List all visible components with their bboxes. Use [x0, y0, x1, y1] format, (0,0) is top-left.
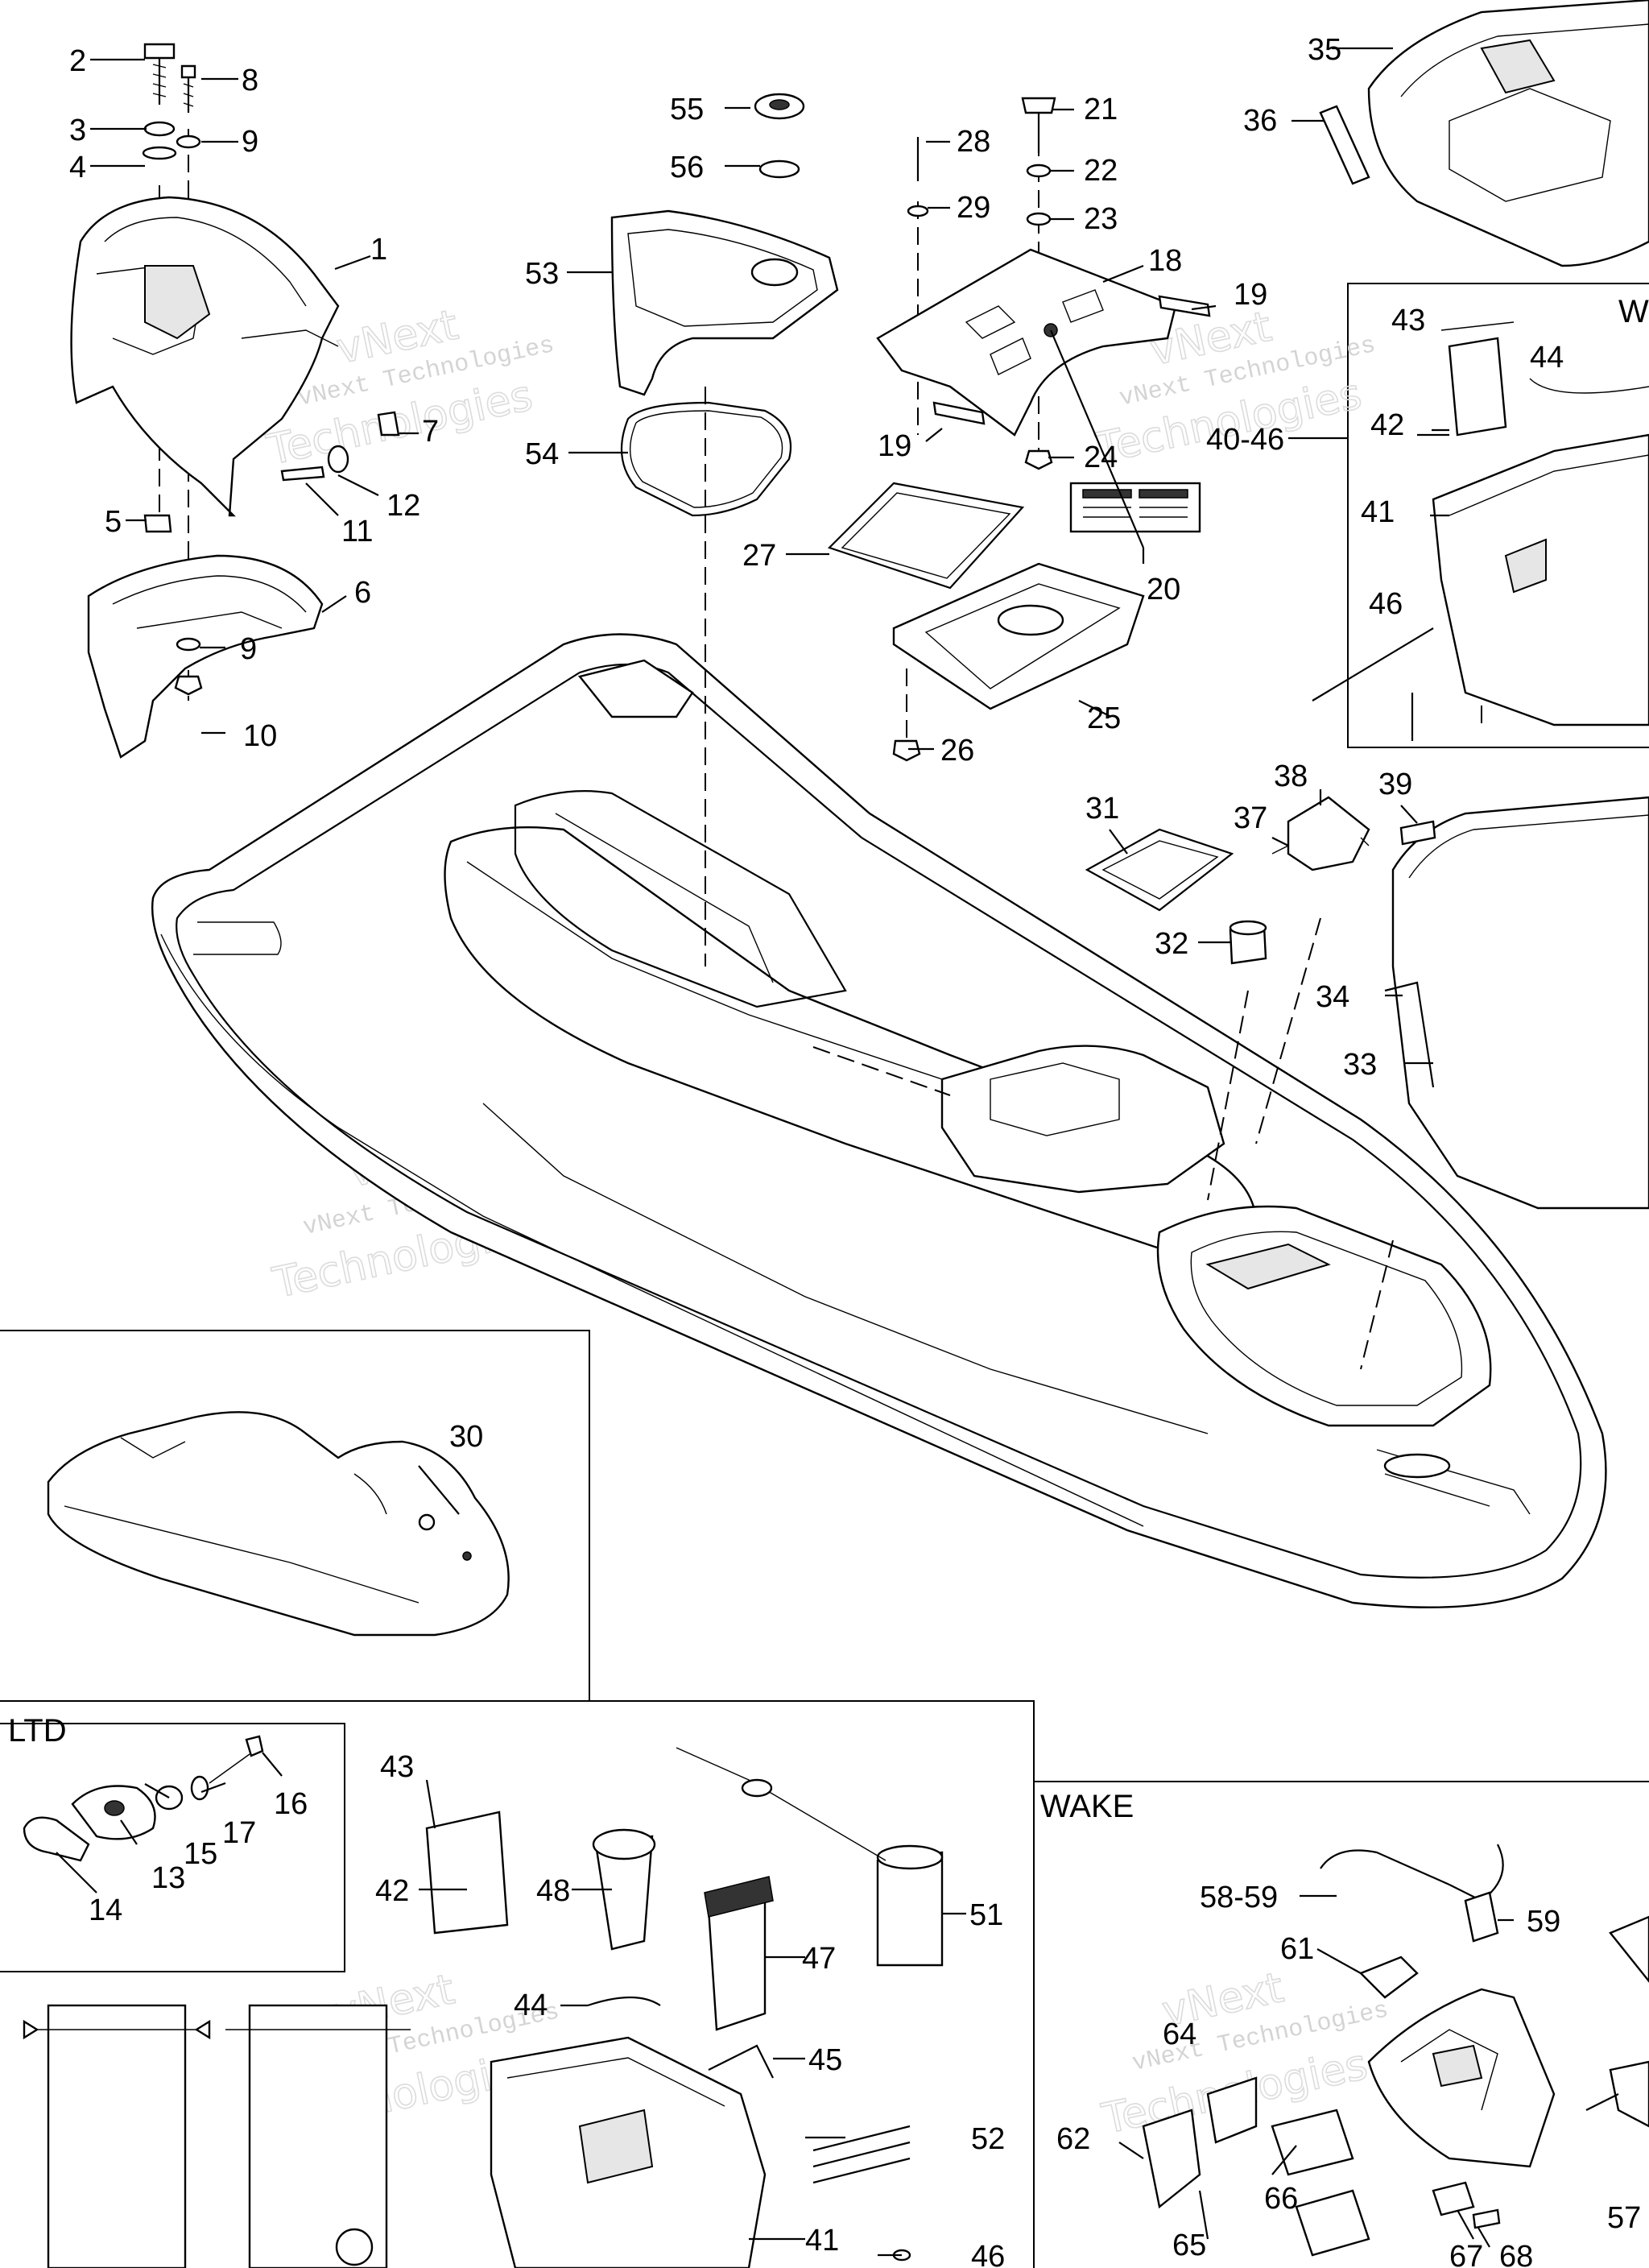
w-section-partial: W: [1618, 294, 1649, 329]
label-52: 52: [971, 2122, 1005, 2156]
label-42b: 42: [375, 1874, 409, 1908]
label-17: 17: [222, 1816, 256, 1850]
label-51: 51: [969, 1898, 1003, 1932]
bottom-accessories: [23, 1747, 944, 2268]
label-27: 27: [742, 539, 776, 573]
label-33: 33: [1343, 1048, 1377, 1082]
label-44b: 44: [514, 1989, 548, 2022]
label-15: 15: [184, 1837, 217, 1871]
label-54: 54: [525, 437, 559, 471]
label-24: 24: [1084, 441, 1118, 474]
label-16: 16: [274, 1787, 308, 1821]
label-21: 21: [1084, 93, 1118, 126]
label-55: 55: [670, 93, 704, 126]
label-19: 19: [1234, 278, 1267, 312]
label-66: 66: [1264, 2182, 1298, 2216]
label-30: 30: [449, 1420, 483, 1454]
label-40-46: 40-46: [1206, 423, 1284, 457]
label-35: 35: [1308, 33, 1341, 67]
label-61: 61: [1280, 1932, 1314, 1966]
label-1: 1: [370, 233, 387, 267]
label-57: 57: [1607, 2201, 1641, 2235]
label-13: 13: [151, 1861, 185, 1895]
label-3: 3: [69, 114, 86, 147]
hull-body: [151, 633, 1607, 1608]
label-37: 37: [1234, 801, 1267, 835]
label-32: 32: [1155, 927, 1188, 961]
rear-grab-handle: [70, 196, 340, 517]
label-53: 53: [525, 257, 559, 291]
label-31: 31: [1085, 792, 1119, 826]
label-5: 5: [105, 505, 122, 539]
label-29: 29: [957, 191, 990, 225]
label-26: 26: [940, 734, 974, 768]
label-18: 18: [1148, 244, 1182, 278]
label-25: 25: [1087, 702, 1121, 735]
wake-parts: [1142, 1844, 1649, 2257]
label-44: 44: [1530, 341, 1564, 375]
label-36: 36: [1243, 104, 1277, 138]
label-59: 59: [1527, 1905, 1560, 1939]
label-45: 45: [808, 2043, 842, 2077]
label-56: 56: [670, 151, 704, 184]
label-42: 42: [1370, 408, 1404, 442]
label-64: 64: [1163, 2018, 1196, 2051]
label-19b: 19: [878, 429, 911, 463]
label-46: 46: [1369, 587, 1403, 621]
wake-section-label: WAKE: [1040, 1789, 1134, 1824]
label-43: 43: [1391, 304, 1425, 337]
label-46b: 46: [971, 2240, 1005, 2268]
label-39: 39: [1378, 768, 1412, 801]
fasteners-top-left: [142, 43, 400, 696]
label-6: 6: [354, 576, 371, 610]
label-62: 62: [1056, 2122, 1090, 2156]
label-68: 68: [1499, 2240, 1533, 2268]
part-labels: 2 8 3 9 4 1 7 12 11 5 6 9 10 55 56 53 54…: [8, 33, 1649, 2268]
label-10: 10: [243, 719, 277, 753]
label-38: 38: [1274, 759, 1308, 793]
label-34: 34: [1316, 980, 1349, 1014]
label-58-59: 58-59: [1200, 1881, 1278, 1914]
label-22: 22: [1084, 154, 1118, 188]
label-9b: 9: [240, 632, 257, 666]
label-14: 14: [89, 1893, 122, 1927]
label-41b: 41: [805, 2224, 839, 2258]
inset-frames: [0, 283, 1649, 2268]
lower-cover: [87, 554, 324, 759]
label-67: 67: [1449, 2240, 1483, 2268]
label-11: 11: [341, 515, 373, 548]
label-20: 20: [1147, 573, 1180, 606]
label-43b: 43: [380, 1750, 414, 1784]
label-9: 9: [242, 125, 258, 159]
label-47: 47: [802, 1942, 836, 1976]
hull-cover: [47, 1411, 510, 1637]
glovebox-parts: [610, 93, 1211, 762]
label-4: 4: [69, 151, 86, 184]
top-right-parts: [1085, 0, 1649, 1210]
label-65: 65: [1172, 2229, 1206, 2262]
label-28: 28: [957, 125, 990, 159]
label-12: 12: [386, 489, 420, 523]
label-23: 23: [1084, 202, 1118, 236]
label-2: 2: [69, 44, 86, 78]
label-8: 8: [242, 64, 258, 97]
ltd-section-label: LTD: [8, 1713, 67, 1749]
leader-lines: [56, 47, 1619, 2257]
label-7: 7: [422, 415, 439, 449]
label-48: 48: [536, 1874, 570, 1908]
label-41: 41: [1361, 495, 1395, 529]
